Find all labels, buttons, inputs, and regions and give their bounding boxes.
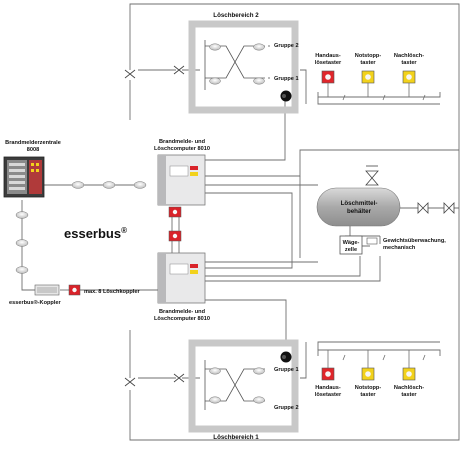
notstopp-bottom-label-2: taster [360,392,376,398]
handausloese-label-1: Handaus- [315,53,341,59]
zone-1-label: Löschbereich 1 [213,434,259,441]
top-buttons: Handaus- lösetaster Notstopp- taster Nac… [315,53,426,101]
extinguishing-couplers: max. 8 Löschkoppler [68,206,182,296]
blc-bottom-label-2: Löschcomputer 8010 [154,316,210,322]
smoke-detector-icon [15,211,29,219]
nachloesch-label-2: taster [401,60,417,66]
zone-2-detectors [209,43,265,85]
bottom-buttons: Handaus- lösetaster Notstopp- taster Nac… [315,350,426,398]
gruppe-2-bottom-label: Gruppe 2 [274,405,299,411]
nachloesch-bottom-label-1: Nachlösch- [394,385,424,391]
zone-loeschbereich-2: Löschbereich 2 Gruppe 2 Gruppe 1 [188,12,299,114]
smoke-detector-icon [253,77,265,85]
zone-2-frame [188,20,299,114]
smoke-detector-icon [253,367,265,375]
esserbus-detectors [15,181,147,274]
smoke-detector-icon [209,43,221,51]
gruppe-2-label: Gruppe 2 [274,43,299,49]
blc-top-label-2: Löschcomputer 8010 [154,146,210,152]
nozzle-icon [173,373,185,383]
zone-1-speaker [280,351,292,363]
nachloesch-bottom-label-2: taster [401,392,417,398]
weighing-cell-box [339,235,363,255]
zone-2-speaker [280,90,292,102]
tank-label-2: behälter [347,208,372,215]
handausloese-label-2: lösetaster [315,60,342,66]
gewicht-label-1: Gewichtsüberwachung, [383,238,446,244]
smoke-detector-icon [209,367,221,375]
coupler-label: esserbus®-Koppler [9,299,62,306]
notstopp-label-2: taster [360,60,376,66]
esserbus-label: esserbus® [64,226,127,241]
smoke-detector-icon [102,181,116,189]
zone-1-frame [188,339,299,433]
esserbus-coupler: esserbus®-Koppler [9,284,62,306]
notstopp-bottom-label-1: Notstopp- [355,385,382,391]
weighing-cell: Wäge- zelle Gewichtsüberwachung, mechani… [339,235,446,255]
nachloesch-label-1: Nachlösch- [394,53,424,59]
mechanical-switch-icon [366,237,378,245]
fire-alarm-panel-8008: Brandmelderzentrale 8008 [3,140,61,198]
agent-container: Löschmittel- behälter [316,165,455,227]
nozzle-icon [124,377,136,387]
smoke-detector-icon [71,181,85,189]
smoke-detector-icon [133,181,147,189]
control-computer-bottom: Brandmelde- und Löschcomputer 8010 [154,252,210,322]
smoke-detector-icon [209,396,221,404]
waege-label-2: zelle [345,247,357,253]
gruppe-1-bottom-label: Gruppe 1 [274,367,299,373]
nozzle-icon [124,69,136,79]
notstopp-label-1: Notstopp- [355,53,382,59]
zone-loeschbereich-1: Löschbereich 1 Gruppe 1 Gruppe 2 [188,339,299,441]
zone-1-detectors [209,367,265,404]
tank-label-1: Löschmittel- [341,200,378,207]
zone-2-label: Löschbereich 2 [213,12,259,19]
pipe-valve-icon [443,202,455,214]
waege-label-1: Wäge- [343,240,360,246]
smoke-detector-icon [253,43,265,51]
blc-bottom-label-1: Brandmelde- und [159,309,206,315]
bmz-label-2: 8008 [27,147,39,153]
outer-wiring [21,3,460,441]
control-computer-top: Brandmelde- und Löschcomputer 8010 [154,139,210,206]
gewicht-label-2: mechanisch [383,245,416,251]
tank-icon [316,187,401,227]
smoke-detector-icon [15,266,29,274]
pipe-valve-icon [417,202,429,214]
nozzles [124,65,185,387]
smoke-detector-icon [15,239,29,247]
smoke-detector-icon [209,77,221,85]
smoke-detector-icon [253,396,265,404]
max-coupler-label: max. 8 Löschkoppler [84,289,140,295]
blc-top-label-1: Brandmelde- und [159,139,206,145]
bmz-label-1: Brandmelderzentrale [5,140,61,146]
handausloese-bottom-label-1: Handaus- [315,385,341,391]
gruppe-1-label: Gruppe 1 [274,76,299,82]
handausloese-bottom-label-2: lösetaster [315,392,342,398]
nozzle-icon [173,65,185,75]
